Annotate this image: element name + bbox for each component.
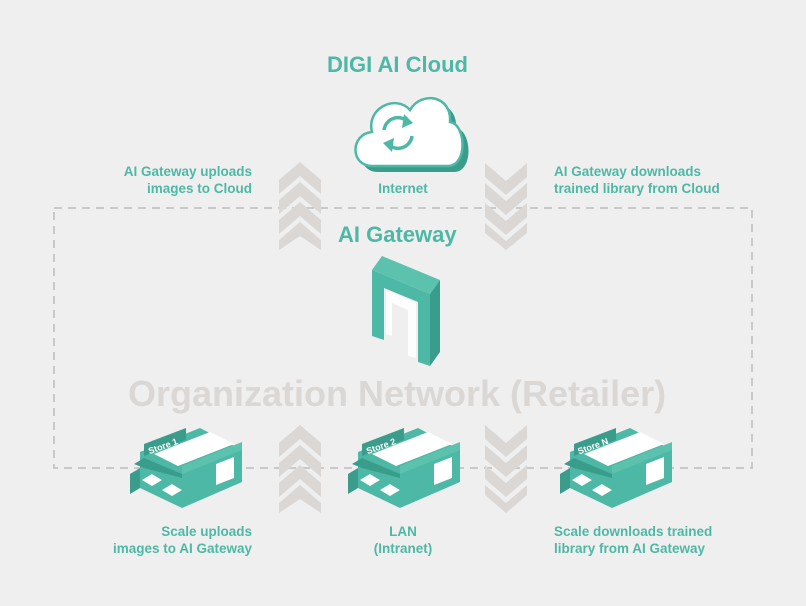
lan-label: LAN (Intranet) [373,524,433,556]
store-icon [348,428,460,508]
internet-label: Internet [378,181,428,196]
store-icon [130,428,242,508]
scale-upload-label: Scale uploads images to AI Gateway [112,524,252,556]
store-icon [560,428,672,508]
cloud-title: DIGI AI Cloud [327,52,468,77]
gateway-arch-icon [372,256,440,366]
upload-chevrons-icon [279,425,321,513]
gateway-title: AI Gateway [338,222,457,247]
upload-chevrons-icon [279,162,321,250]
cloud-sync-icon [354,96,469,172]
scale-download-label: Scale downloads trained library from AI … [554,524,713,556]
network-title: Organization Network (Retailer) [128,373,667,414]
upload-to-cloud-label: AI Gateway uploads images to Cloud [123,164,252,196]
download-chevrons-icon [485,163,527,250]
download-from-cloud-label: AI Gateway downloads trained library fro… [554,164,720,196]
download-chevrons-icon [485,425,527,513]
